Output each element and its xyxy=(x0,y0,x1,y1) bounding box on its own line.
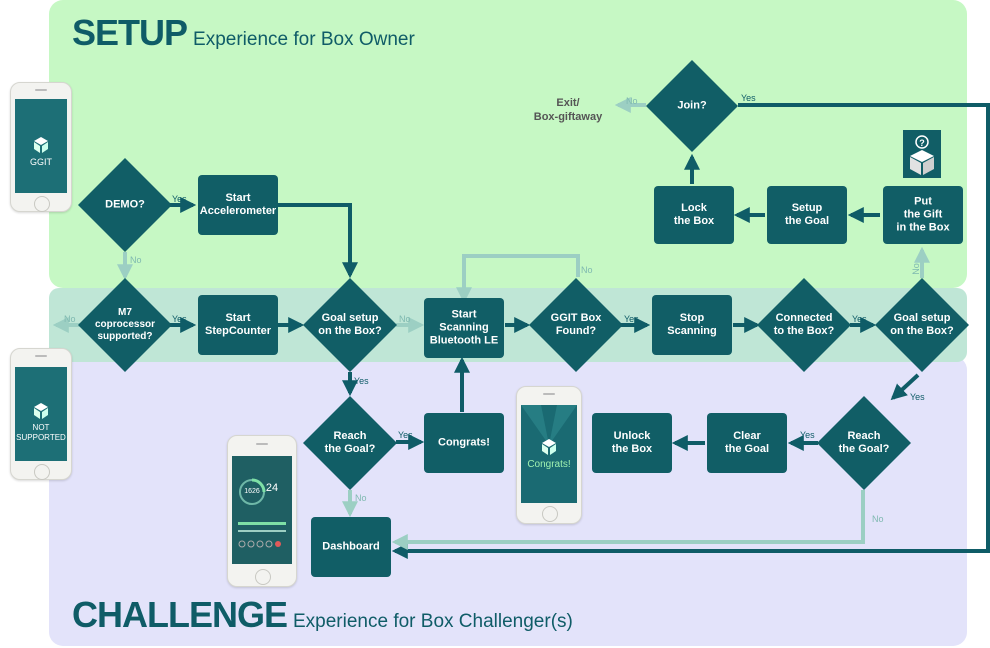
put-gift-label: Put the Gift in the Box xyxy=(896,195,950,234)
edge-label-reach2-yes: Yes xyxy=(800,430,815,440)
decision-demo xyxy=(78,158,172,252)
start-step-label: Start StepCounter xyxy=(205,312,271,337)
congrats-screen-text: Congrats! xyxy=(527,459,571,470)
phone-ggit-splash: GGIT xyxy=(10,82,72,212)
reach-goal-2-label: Reach the Goal? xyxy=(838,430,890,455)
decision-goalsetup-1 xyxy=(303,278,397,372)
process-start-scan xyxy=(424,298,504,358)
svg-text:?: ? xyxy=(919,138,925,148)
setup-goal-label: Setup the Goal xyxy=(784,202,830,227)
edge-label-join-no: No xyxy=(626,96,638,106)
edge-label-found-yes: Yes xyxy=(624,314,639,324)
edge-label-reach-no: No xyxy=(355,493,367,503)
edge-label-m7-yes: Yes xyxy=(172,314,187,324)
edge-label-found-no: No xyxy=(581,265,593,275)
demo-label: DEMO? xyxy=(105,198,145,211)
process-lock-box xyxy=(654,186,734,244)
challenge-panel xyxy=(49,356,967,646)
cube-icon xyxy=(34,137,48,145)
congrats-label: Congrats! xyxy=(438,436,490,449)
edge-label-goalsetup2-yes: Yes xyxy=(910,392,925,402)
dashboard-label: Dashboard xyxy=(322,540,380,553)
edge-label-join-yes: Yes xyxy=(741,93,756,103)
m7-label: M7 coprocessor supported? xyxy=(94,307,156,342)
process-clear-goal xyxy=(707,413,787,473)
edge-label-reach-yes: Yes xyxy=(398,430,413,440)
process-put-gift xyxy=(883,186,963,244)
phone-congrats: Congrats! xyxy=(516,386,582,524)
process-stop-scan xyxy=(652,295,732,355)
challenge-title: CHALLENGE xyxy=(72,594,288,635)
arrow-join-yes-to-dashboard xyxy=(391,103,990,559)
clear-goal-label: Clear the Goal xyxy=(724,430,770,455)
edge-label-m7-no: No xyxy=(64,314,76,324)
decision-reach-2 xyxy=(817,396,911,490)
phone-dashboard: 1626 24 xyxy=(227,435,297,587)
edge-label-demo-yes: Yes xyxy=(172,194,187,204)
edge-label-demo-no: No xyxy=(130,255,142,265)
process-unlock-box xyxy=(592,413,672,473)
ggit-logo-text: GGIT xyxy=(30,157,52,167)
phone-not-supported: NOT SUPPORTED xyxy=(10,348,72,480)
decision-connected xyxy=(757,278,851,372)
arrow-found-no-loop xyxy=(456,254,580,304)
arrow-reach2-no-to-dashboard xyxy=(391,490,865,550)
edge-label-goalsetup-no: No xyxy=(399,314,411,324)
dashboard-number: 24 xyxy=(265,482,279,494)
challenge-subtitle: Experience for Box Challenger(s) xyxy=(293,611,573,632)
join-label: Join? xyxy=(677,99,707,112)
lock-box-label: Lock the Box xyxy=(673,202,715,227)
process-setup-goal xyxy=(767,186,847,244)
process-congrats xyxy=(424,413,504,473)
cube-icon xyxy=(34,403,48,411)
edge-label-goalsetup-yes: Yes xyxy=(354,376,369,386)
decision-m7 xyxy=(78,278,172,372)
decision-join xyxy=(646,60,738,152)
reach-goal-1-label: Reach the Goal? xyxy=(324,430,376,455)
decision-goalsetup-2 xyxy=(875,278,969,372)
decision-ggit-found xyxy=(529,278,623,372)
exit-label: Exit/ Box-giftaway xyxy=(533,97,603,123)
process-dashboard xyxy=(311,517,391,577)
ggit-found-label: GGIT Box Found? xyxy=(550,312,602,337)
start-scan-label: Start Scanning Bluetooth LE xyxy=(429,308,499,347)
start-accel-label: Start Accelerometer xyxy=(199,192,277,217)
goal-setup-1-label: Goal setup on the Box? xyxy=(318,312,382,337)
not-supported-text: NOT SUPPORTED xyxy=(16,423,66,442)
arrow-accel-to-goalsetup xyxy=(278,203,358,279)
arrow-goalsetup2-yes-to-reach2 xyxy=(890,373,920,401)
setup-title: SETUP xyxy=(72,12,188,53)
process-start-step xyxy=(198,295,278,355)
connected-label: Connected to the Box? xyxy=(773,312,835,337)
edge-label-goalsetup2-no: No xyxy=(910,263,921,275)
unlock-box-label: Unlock the Box xyxy=(611,430,653,455)
setup-subtitle: Experience for Box Owner xyxy=(193,29,415,50)
dashboard-steps: 1626 xyxy=(244,488,260,495)
edge-label-connected-yes: Yes xyxy=(852,314,867,324)
gift-box-icon: ? xyxy=(903,130,941,178)
goal-setup-2-label: Goal setup on the Box? xyxy=(890,312,954,337)
edge-label-reach2-no: No xyxy=(872,514,884,524)
decision-reach-1 xyxy=(303,396,397,490)
process-start-accel xyxy=(198,175,278,235)
stop-scan-label: Stop Scanning xyxy=(667,312,717,337)
